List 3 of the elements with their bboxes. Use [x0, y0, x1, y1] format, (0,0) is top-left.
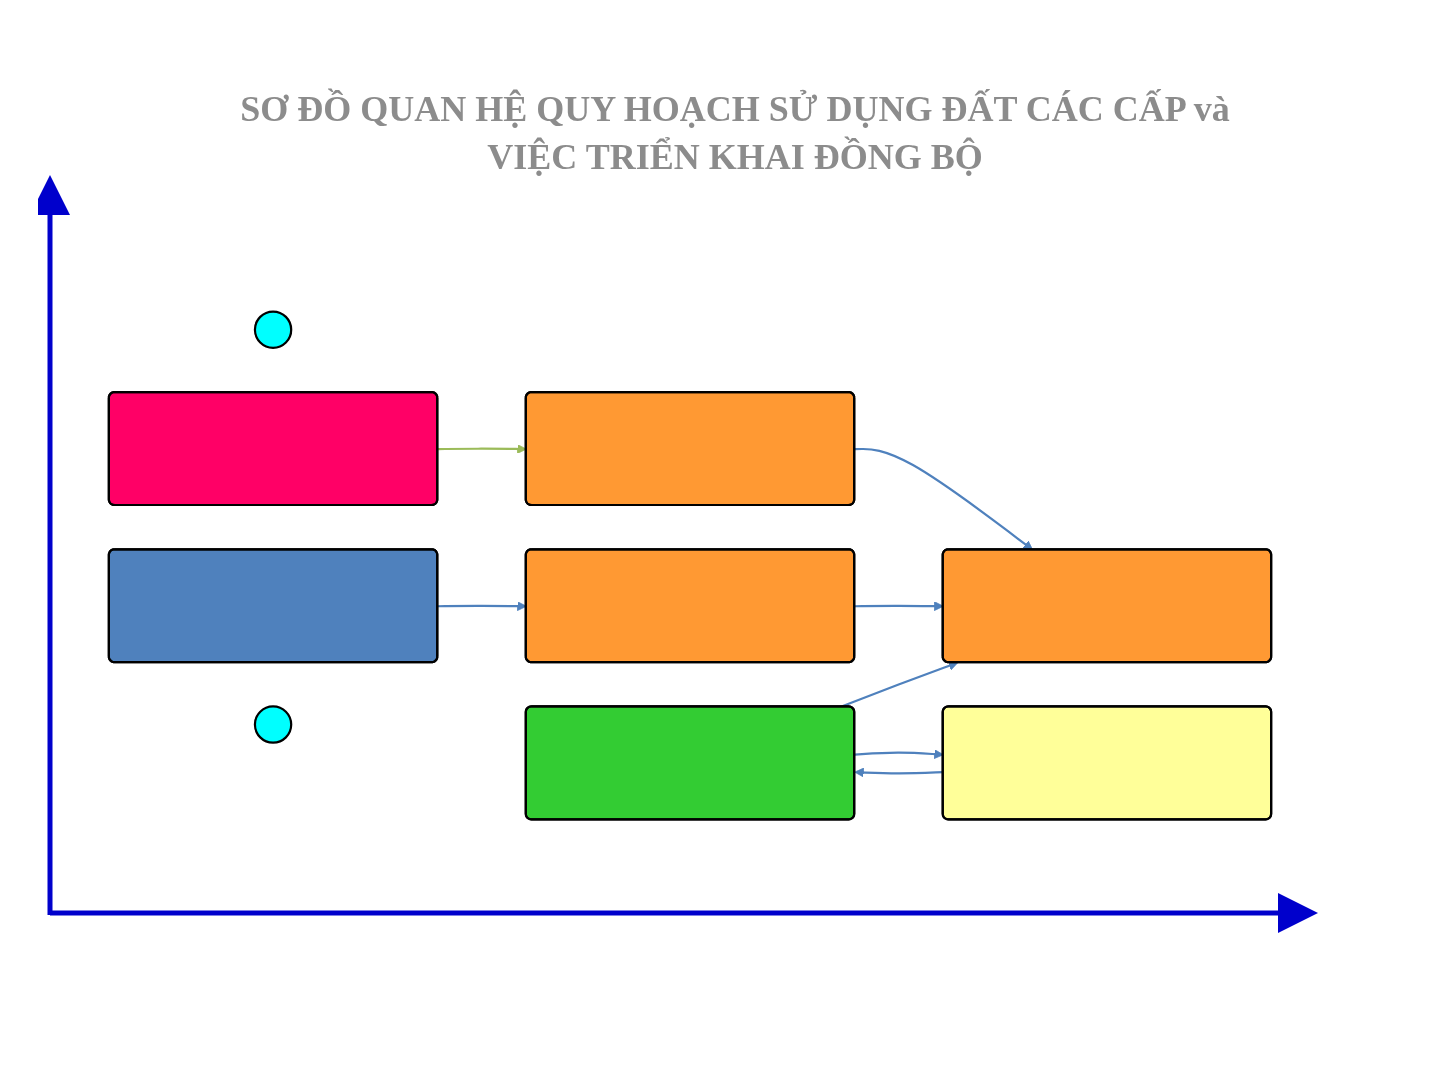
node-circle: [253, 310, 293, 350]
node-circle: [253, 705, 293, 745]
diagram-title: SƠ ĐỒ QUAN HỆ QUY HOẠCH SỬ DỤNG ĐẤT CÁC CẤP và VIỆC TRIỂN KHAI ĐỒNG BỘ: [239, 87, 1231, 179]
